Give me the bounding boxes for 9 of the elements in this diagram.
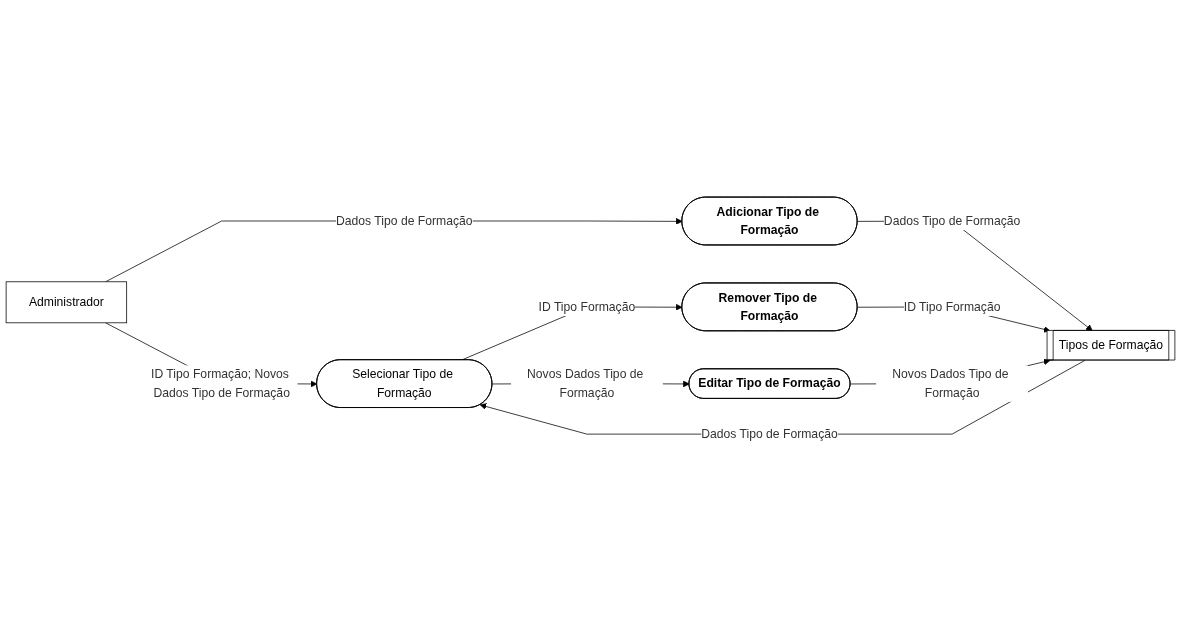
node-box: Administrador: [5, 281, 128, 324]
edge-label: ID Tipo Formação: [538, 300, 636, 314]
edge-label: Dados Tipo de Formação: [336, 214, 473, 228]
edge-label: Novos Dados Tipo de Formação: [892, 367, 1009, 400]
edge-label: Dados Tipo de Formação: [883, 214, 1021, 228]
edge-label: Novos Dados Tipo de Formação: [527, 367, 644, 400]
edge-label: Dados Tipo de Formação: [701, 427, 838, 441]
edge-label: ID Tipo Formação: [903, 300, 1001, 314]
edge-label: ID Tipo Formação; Novos Dados Tipo de Formação: [151, 367, 290, 400]
